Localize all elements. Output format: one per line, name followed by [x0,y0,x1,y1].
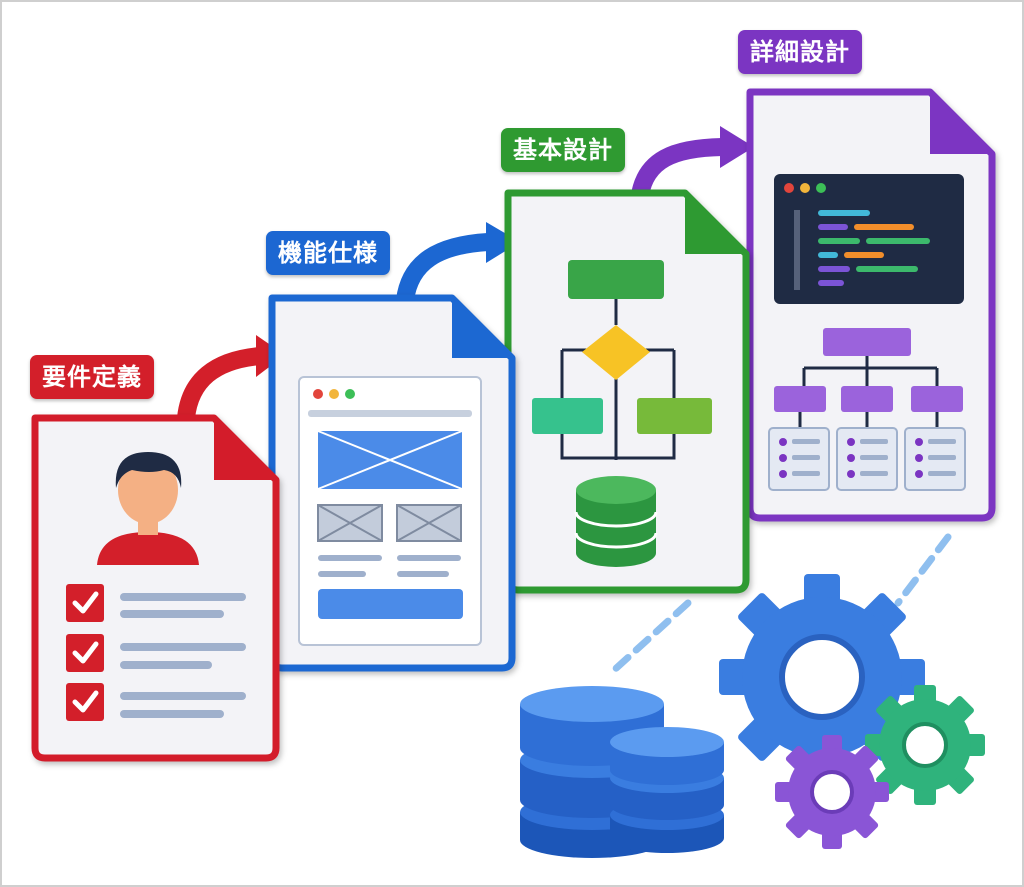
list-card [836,427,898,491]
checkbox-check-icon [66,683,104,721]
requirements-checklist [66,584,246,721]
requirements-document [31,414,280,762]
stage-label-requirements: 要件定義 [30,355,154,399]
tree-hierarchy-icon [768,328,966,491]
gear-icon [719,574,925,780]
dashed-connector-green [608,599,692,676]
stage-label-basic-design: 基本設計 [501,128,625,172]
gear-icon [865,685,985,805]
code-editor-icon [774,174,964,304]
checkbox-check-icon [66,634,104,672]
wireframe-image-icon [317,504,383,542]
stage-label-detailed-design: 詳細設計 [738,30,862,74]
checkbox-check-icon [66,584,104,622]
user-avatar-icon [97,452,199,565]
arrow-icon [631,126,754,204]
arrow-icon [396,222,520,309]
stage-label-functional-spec: 機能仕様 [266,231,390,275]
list-card [768,427,830,491]
list-card [904,427,966,491]
dashed-connector-purple [894,533,952,607]
gear-icon [775,735,889,849]
browser-window-icon [298,376,482,646]
wireframe-image-icon [396,504,462,542]
flowchart-icon [532,260,712,460]
database-icon [574,476,658,567]
wireframe-image-icon [317,430,463,490]
database-icon [610,727,724,853]
